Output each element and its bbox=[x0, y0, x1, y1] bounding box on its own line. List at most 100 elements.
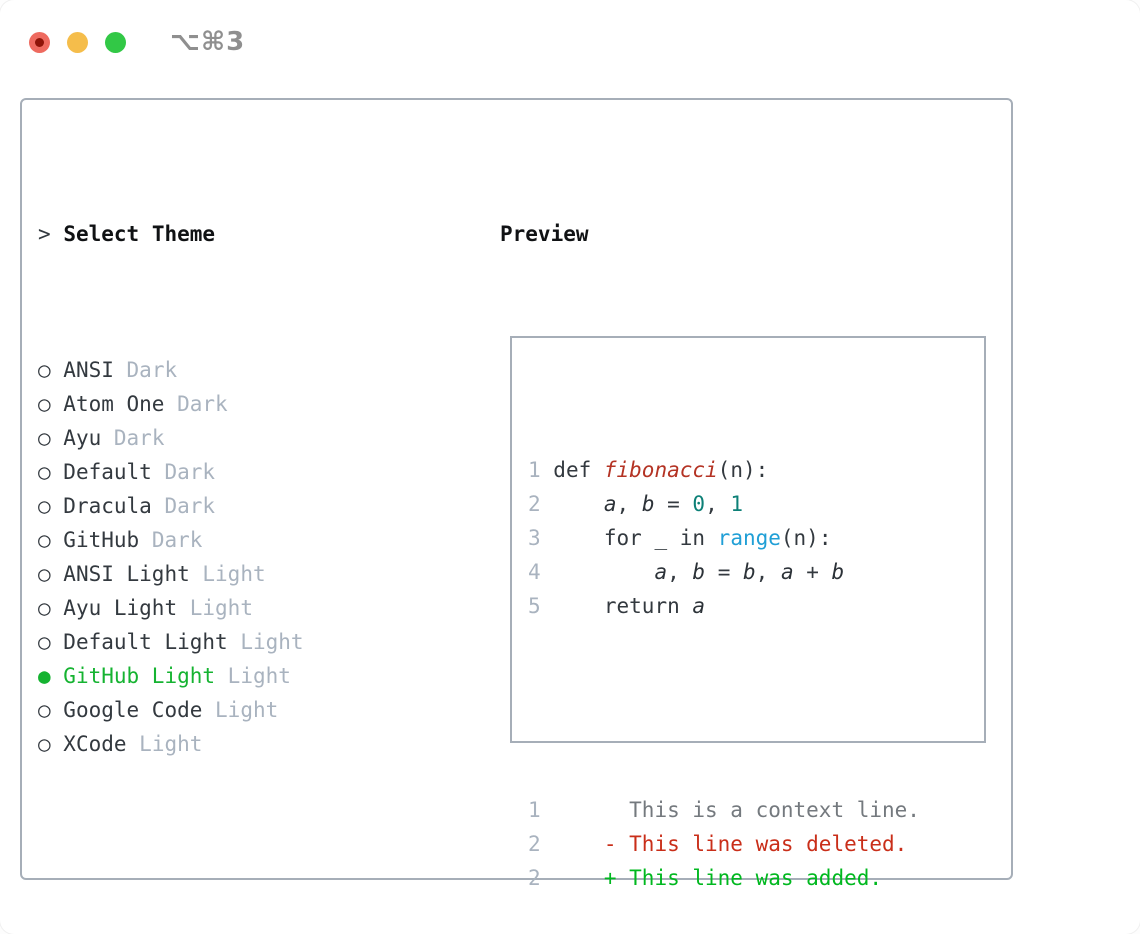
code-line: 4 a, b = b, a + b bbox=[528, 555, 984, 589]
code-token: a bbox=[654, 560, 668, 584]
theme-option-ansi-light[interactable]: ○ ANSI Light Light bbox=[38, 557, 500, 591]
theme-name: GitHub Light bbox=[63, 664, 216, 688]
theme-variant-label: Dark bbox=[151, 528, 203, 552]
theme-name: Atom One bbox=[63, 392, 165, 416]
theme-picker-left-column: > Select Theme ○ ANSI Dark○ Atom One Dar… bbox=[38, 149, 500, 878]
code-token bbox=[553, 832, 604, 856]
radio-selected-icon: ● bbox=[38, 664, 64, 688]
radio-unselected-icon: ○ bbox=[38, 494, 64, 518]
theme-name: Default Light bbox=[63, 630, 228, 654]
theme-name: Dracula bbox=[63, 494, 152, 518]
theme-variant-label: Light bbox=[202, 562, 266, 586]
code-token: 0 bbox=[692, 492, 706, 516]
code-token: a bbox=[603, 492, 617, 516]
code-token: (n): bbox=[780, 526, 832, 550]
prompt-caret: > bbox=[38, 222, 51, 246]
code-token: , bbox=[705, 492, 731, 516]
line-number: 5 bbox=[528, 594, 554, 618]
radio-unselected-icon: ○ bbox=[38, 392, 64, 416]
code-token: b bbox=[641, 492, 655, 516]
code-token: , bbox=[667, 560, 693, 584]
radio-unselected-icon: ○ bbox=[38, 732, 64, 756]
theme-name: Default bbox=[63, 460, 152, 484]
line-number: 2 bbox=[528, 866, 554, 890]
theme-option-ansi[interactable]: ○ ANSI Dark bbox=[38, 353, 500, 387]
theme-variant-label: Dark bbox=[126, 358, 178, 382]
code-token: - This line was deleted. bbox=[603, 832, 908, 856]
line-number: 1 bbox=[528, 798, 554, 822]
radio-unselected-icon: ○ bbox=[38, 426, 64, 450]
code-token: for _ in bbox=[553, 526, 718, 550]
radio-unselected-icon: ○ bbox=[38, 596, 64, 620]
code-token: a bbox=[692, 594, 706, 618]
theme-option-google-code[interactable]: ○ Google Code Light bbox=[38, 693, 500, 727]
theme-name: XCode bbox=[63, 732, 127, 756]
code-token: + This line was added. bbox=[603, 866, 883, 890]
theme-option-default[interactable]: ○ Default Dark bbox=[38, 455, 500, 489]
code-token: fibonacci bbox=[603, 458, 718, 482]
diff-line: 2 + This line was added. bbox=[528, 861, 984, 895]
close-button-icon[interactable] bbox=[29, 31, 50, 53]
theme-option-ayu-light[interactable]: ○ Ayu Light Light bbox=[38, 591, 500, 625]
window-title-shortcut: ⌥⌘3 bbox=[170, 27, 246, 57]
theme-variant-label: Light bbox=[139, 732, 203, 756]
theme-variant-label: Light bbox=[227, 664, 291, 688]
theme-name: GitHub bbox=[63, 528, 140, 552]
radio-unselected-icon: ○ bbox=[38, 528, 64, 552]
radio-unselected-icon: ○ bbox=[38, 358, 64, 382]
code-token: This is a context line. bbox=[553, 798, 920, 822]
theme-name: Google Code bbox=[63, 698, 203, 722]
theme-variant-label: Light bbox=[240, 630, 304, 654]
theme-option-dracula[interactable]: ○ Dracula Dark bbox=[38, 489, 500, 523]
theme-option-default-light[interactable]: ○ Default Light Light bbox=[38, 625, 500, 659]
theme-variant-label: Light bbox=[189, 596, 253, 620]
theme-option-atom-one[interactable]: ○ Atom One Dark bbox=[38, 387, 500, 421]
theme-variant-label: Dark bbox=[113, 426, 165, 450]
diff-line: 2 - This line was deleted. bbox=[528, 827, 984, 861]
close-dot-icon bbox=[35, 37, 44, 47]
radio-unselected-icon: ○ bbox=[38, 630, 64, 654]
code-token: return bbox=[553, 594, 693, 618]
code-token: , bbox=[616, 492, 642, 516]
spacer bbox=[38, 863, 500, 897]
theme-name: ANSI Light bbox=[63, 562, 190, 586]
theme-option-ayu[interactable]: ○ Ayu Dark bbox=[38, 421, 500, 455]
titlebar: ⌥⌘3 bbox=[29, 27, 245, 57]
code-line: 1 def fibonacci(n): bbox=[528, 453, 984, 487]
select-theme-title: Select Theme bbox=[63, 222, 216, 246]
preview-column: Preview 1 def fibonacci(n):2 a, b = 0, 1… bbox=[500, 149, 1011, 890]
preview-header: Preview bbox=[500, 222, 589, 246]
theme-list: ○ ANSI Dark○ Atom One Dark○ Ayu Dark○ De… bbox=[38, 353, 500, 761]
theme-option-xcode[interactable]: ○ XCode Light bbox=[38, 727, 500, 761]
code-line: 3 for _ in range(n): bbox=[528, 521, 984, 555]
code-token bbox=[553, 492, 604, 516]
theme-variant-label: Dark bbox=[164, 460, 216, 484]
code-token: (n): bbox=[717, 458, 769, 482]
theme-variant-label: Dark bbox=[177, 392, 228, 416]
theme-option-github[interactable]: ○ GitHub Dark bbox=[38, 523, 500, 557]
select-theme-header: > Select Theme bbox=[38, 217, 500, 251]
code-token: b bbox=[743, 560, 756, 584]
radio-unselected-icon: ○ bbox=[38, 460, 64, 484]
code-token: a bbox=[780, 560, 794, 584]
diff-preview: 1 This is a context line.2 - This line w… bbox=[528, 793, 984, 895]
code-line: 2 a, b = 0, 1 bbox=[528, 487, 984, 521]
radio-unselected-icon: ○ bbox=[38, 698, 64, 722]
code-token: b bbox=[692, 560, 706, 584]
maximize-button-icon[interactable] bbox=[105, 31, 126, 53]
diff-line: 1 This is a context line. bbox=[528, 793, 984, 827]
radio-unselected-icon: ○ bbox=[38, 562, 64, 586]
minimize-button-icon[interactable] bbox=[67, 31, 88, 53]
code-token: = bbox=[705, 560, 743, 584]
code-token: , bbox=[755, 560, 781, 584]
line-number: 4 bbox=[528, 560, 554, 584]
line-number: 3 bbox=[528, 526, 554, 550]
theme-option-github-light[interactable]: ● GitHub Light Light bbox=[38, 659, 500, 693]
code-token: def bbox=[553, 458, 604, 482]
line-number: 2 bbox=[528, 832, 554, 856]
code-token bbox=[553, 866, 604, 890]
code-token: b bbox=[831, 560, 845, 584]
